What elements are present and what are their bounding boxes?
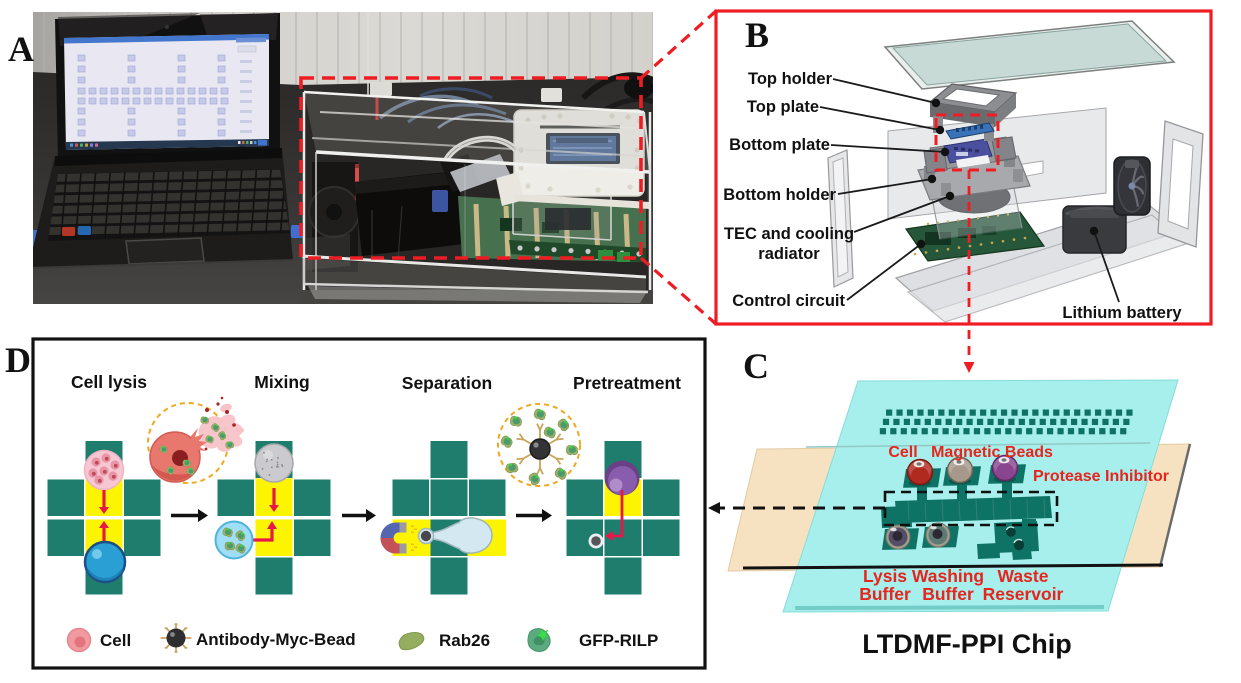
svg-text:Buffer: Buffer xyxy=(859,584,911,604)
svg-text:Bottom plate: Bottom plate xyxy=(729,136,830,154)
svg-text:Buffer: Buffer xyxy=(922,584,974,604)
svg-text:Bottom holder: Bottom holder xyxy=(723,186,836,204)
svg-text:Protease Inhibitor: Protease Inhibitor xyxy=(1033,468,1169,485)
svg-text:Magnetic Beads: Magnetic Beads xyxy=(931,444,1053,461)
svg-text:Cell: Cell xyxy=(100,631,131,650)
svg-text:Control circuit: Control circuit xyxy=(732,292,845,310)
svg-text:Top plate: Top plate xyxy=(747,98,819,116)
svg-text:Rab26: Rab26 xyxy=(439,631,490,650)
svg-text:Mixing: Mixing xyxy=(254,372,309,392)
svg-text:GFP-RILP: GFP-RILP xyxy=(579,631,658,650)
svg-text:Reservoir: Reservoir xyxy=(983,584,1064,604)
svg-text:Cell lysis: Cell lysis xyxy=(71,372,147,392)
svg-text:C: C xyxy=(743,346,769,386)
svg-text:B: B xyxy=(745,15,769,55)
svg-text:Washing: Washing xyxy=(912,566,984,586)
svg-text:Pretreatment: Pretreatment xyxy=(573,373,681,393)
svg-text:D: D xyxy=(5,340,31,380)
svg-text:Waste: Waste xyxy=(998,566,1049,586)
svg-text:radiator: radiator xyxy=(758,245,820,263)
svg-text:Antibody-Myc-Bead: Antibody-Myc-Bead xyxy=(196,630,356,649)
svg-text:Separation: Separation xyxy=(402,373,492,393)
svg-text:Top holder: Top holder xyxy=(748,70,833,88)
svg-text:A: A xyxy=(8,29,34,69)
svg-text:Lysis: Lysis xyxy=(863,566,907,586)
svg-text:TEC and cooling: TEC and cooling xyxy=(724,225,854,243)
svg-text:Cell: Cell xyxy=(888,444,917,461)
svg-text:Lithium battery: Lithium battery xyxy=(1062,304,1182,322)
svg-text:LTDMF-PPI Chip: LTDMF-PPI Chip xyxy=(862,629,1071,659)
